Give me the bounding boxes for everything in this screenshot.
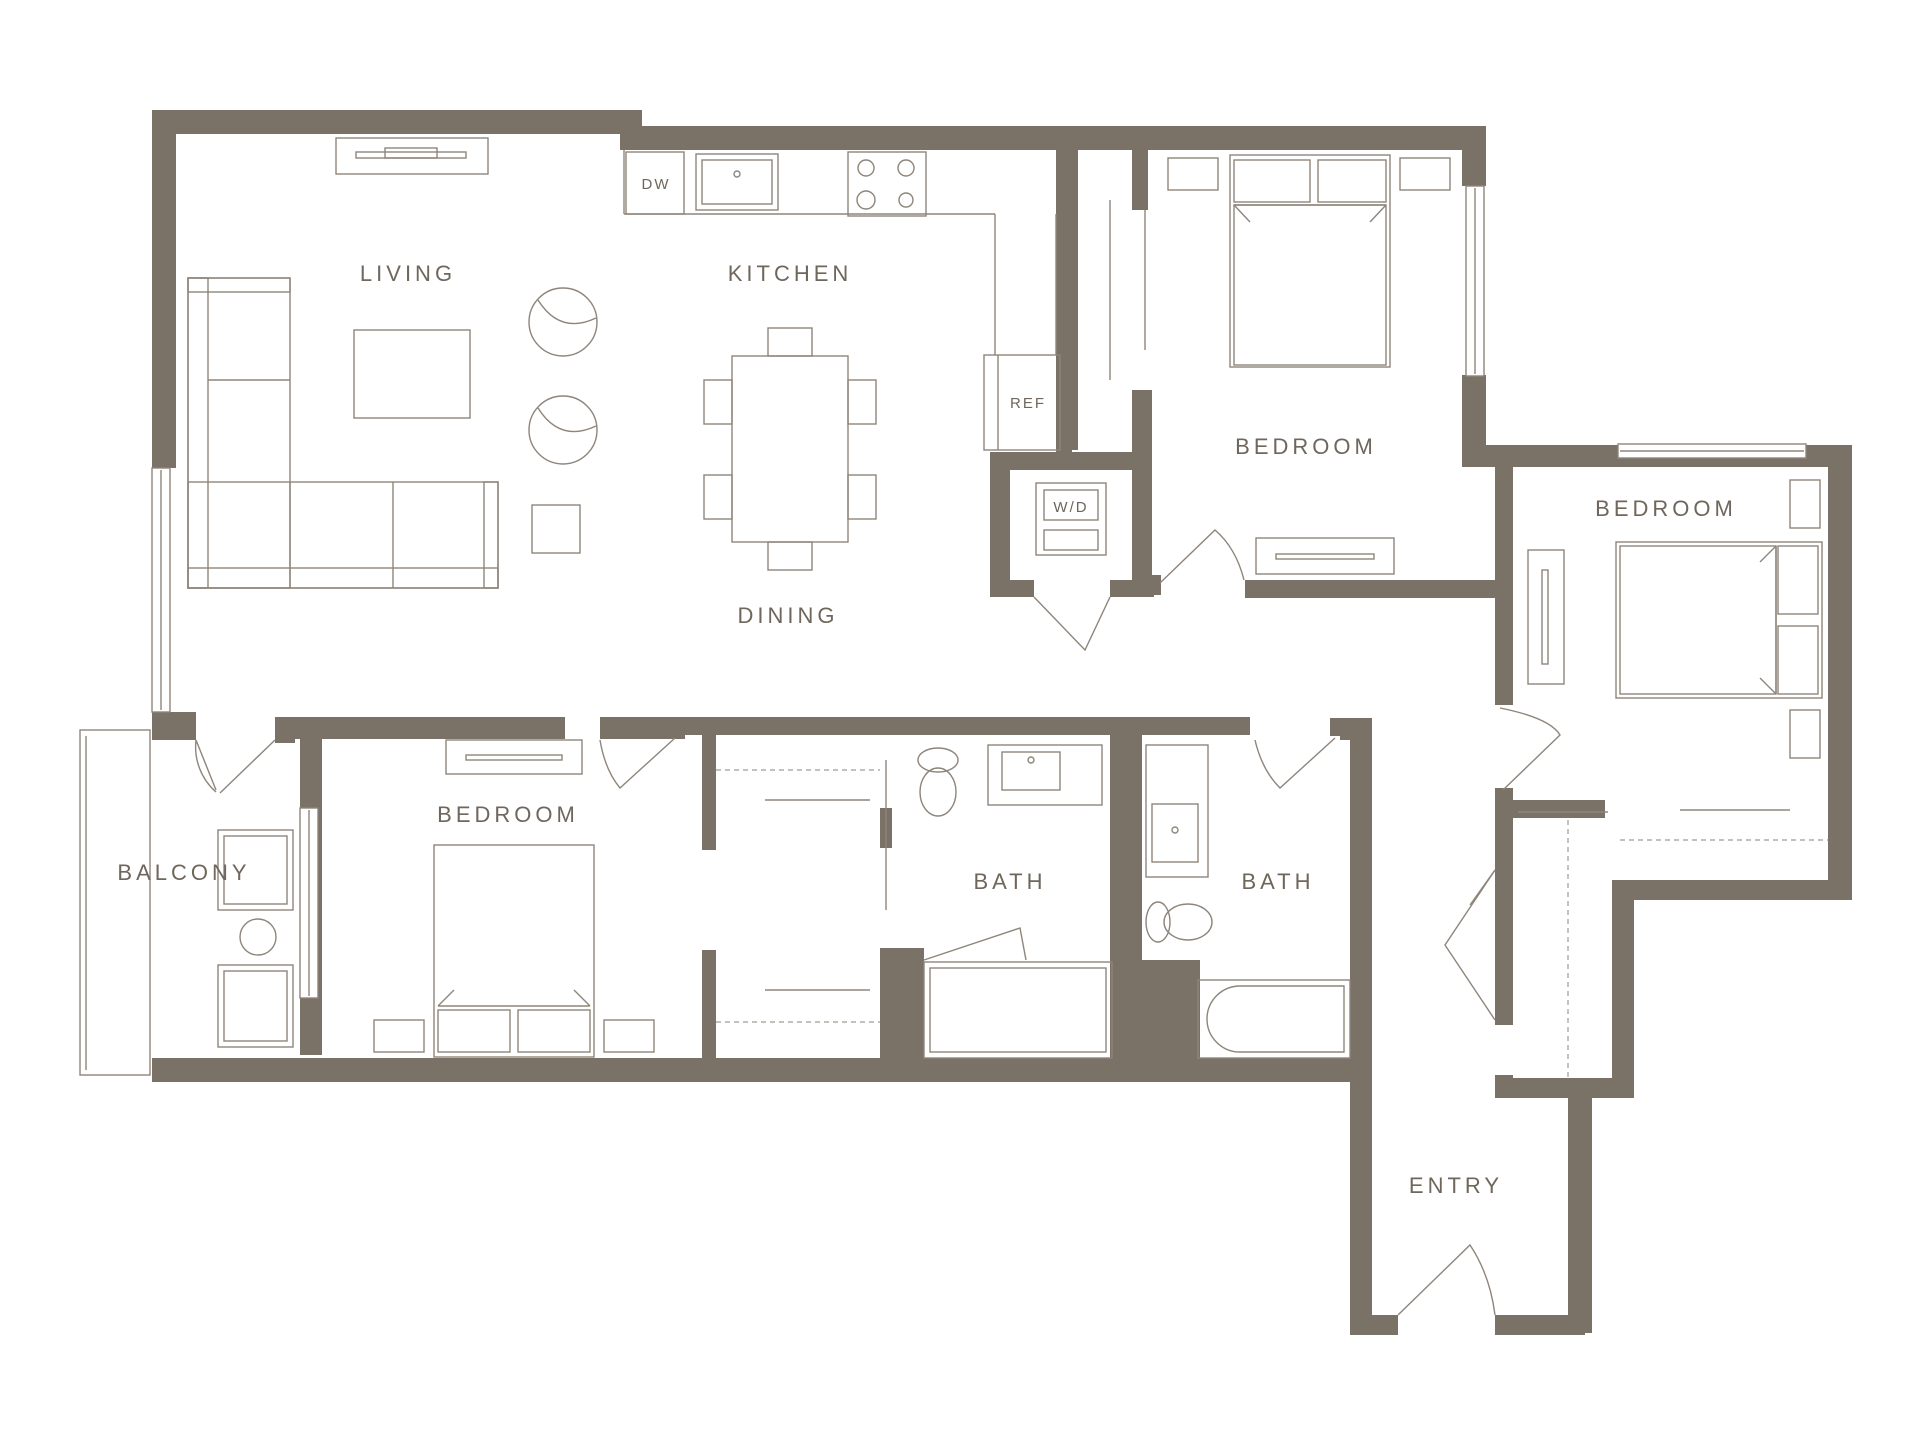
room-label-bath-left: BATH [973, 869, 1046, 894]
dining-table-icon [703, 327, 877, 571]
refrigerator: REF [983, 354, 1061, 451]
sink-icon [1145, 744, 1209, 878]
sofa-icon [187, 277, 499, 589]
room-label-dining: DINING [738, 603, 839, 628]
coffee-table [353, 329, 471, 419]
window-icon [151, 185, 1807, 999]
tv-console-icon [1255, 537, 1395, 575]
room-label-entry: ENTRY [1409, 1173, 1503, 1198]
room-label-bath-right: BATH [1241, 869, 1314, 894]
bed-icon [373, 844, 655, 1058]
room-label-balcony: BALCONY [117, 860, 250, 885]
room-label-bedroom-right: BEDROOM [1595, 496, 1737, 521]
room-label-kitchen: KITCHEN [728, 261, 853, 286]
balcony [79, 729, 294, 1076]
room-label-living: LIVING [360, 261, 456, 286]
room-label-bedroom-main: BEDROOM [1235, 434, 1377, 459]
toilet-icon [1145, 901, 1213, 943]
kitchen-counter [623, 150, 1057, 355]
room-label-bedroom-lower: BEDROOM [437, 802, 579, 827]
toilet-icon [917, 747, 959, 817]
tv-console-icon [335, 137, 489, 175]
door-swing-icon [194, 200, 1561, 1316]
cooktop-icon [847, 151, 927, 217]
appliance-label-dw: DW [642, 176, 671, 193]
bathtub-icon [923, 927, 1113, 1059]
sink-icon [695, 153, 779, 211]
dishwasher: DW [625, 151, 685, 215]
tv-console-icon [445, 739, 583, 775]
closet [1518, 811, 1608, 1078]
bed-icon [1167, 154, 1451, 368]
side-table [531, 504, 581, 554]
closet [716, 760, 887, 1023]
sink-icon [987, 744, 1103, 806]
tv-console-icon [1527, 549, 1565, 685]
bed-icon [1615, 479, 1823, 759]
chair-icon [528, 287, 598, 465]
appliance-label-ref: REF [1010, 395, 1046, 412]
bathtub-icon [1197, 979, 1351, 1059]
appliance-label-wd: W/D [1053, 499, 1088, 516]
washer-dryer: W/D [1035, 482, 1107, 556]
walls [152, 110, 1852, 1335]
